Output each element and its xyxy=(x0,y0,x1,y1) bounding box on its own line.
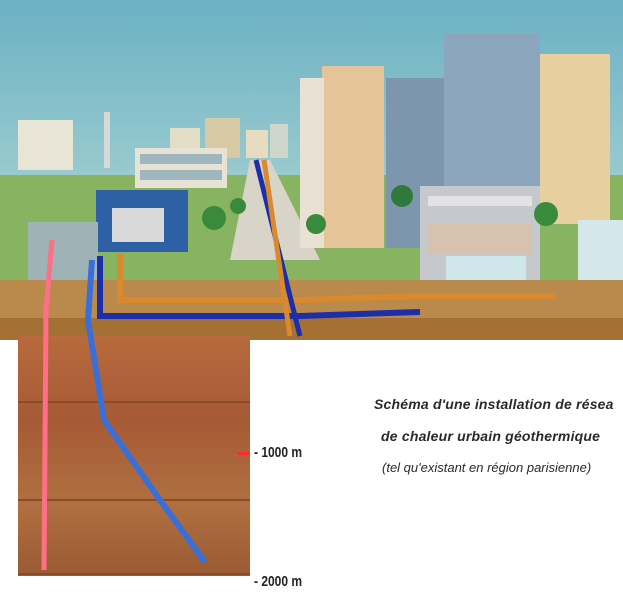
depth-label-1000m: - 1000 m xyxy=(254,444,303,461)
substation-cutaway xyxy=(420,186,540,284)
greenhouse xyxy=(578,220,623,280)
production-well-hot xyxy=(41,239,55,571)
injection-well-cold xyxy=(84,259,208,564)
depth-label-2000m: - 2000 m xyxy=(254,573,303,590)
heat-network-pipes xyxy=(97,159,556,337)
geothermal-plant xyxy=(28,190,188,280)
mid-left-building xyxy=(135,148,227,188)
caption-title-line1: Schéma d'une installation de résea xyxy=(374,396,614,412)
boulevard xyxy=(230,160,320,260)
right-building xyxy=(540,54,610,224)
left-building xyxy=(18,120,73,170)
depth-tick-1000 xyxy=(238,452,250,455)
trees xyxy=(202,185,558,234)
caption-title-line2: de chaleur urbain géothermique xyxy=(381,428,601,444)
geothermal-wells xyxy=(41,239,208,571)
caption-subtitle: (tel qu'existant en région parisienne) xyxy=(382,460,592,475)
underground-soil xyxy=(18,336,250,576)
distant-buildings xyxy=(104,112,288,168)
